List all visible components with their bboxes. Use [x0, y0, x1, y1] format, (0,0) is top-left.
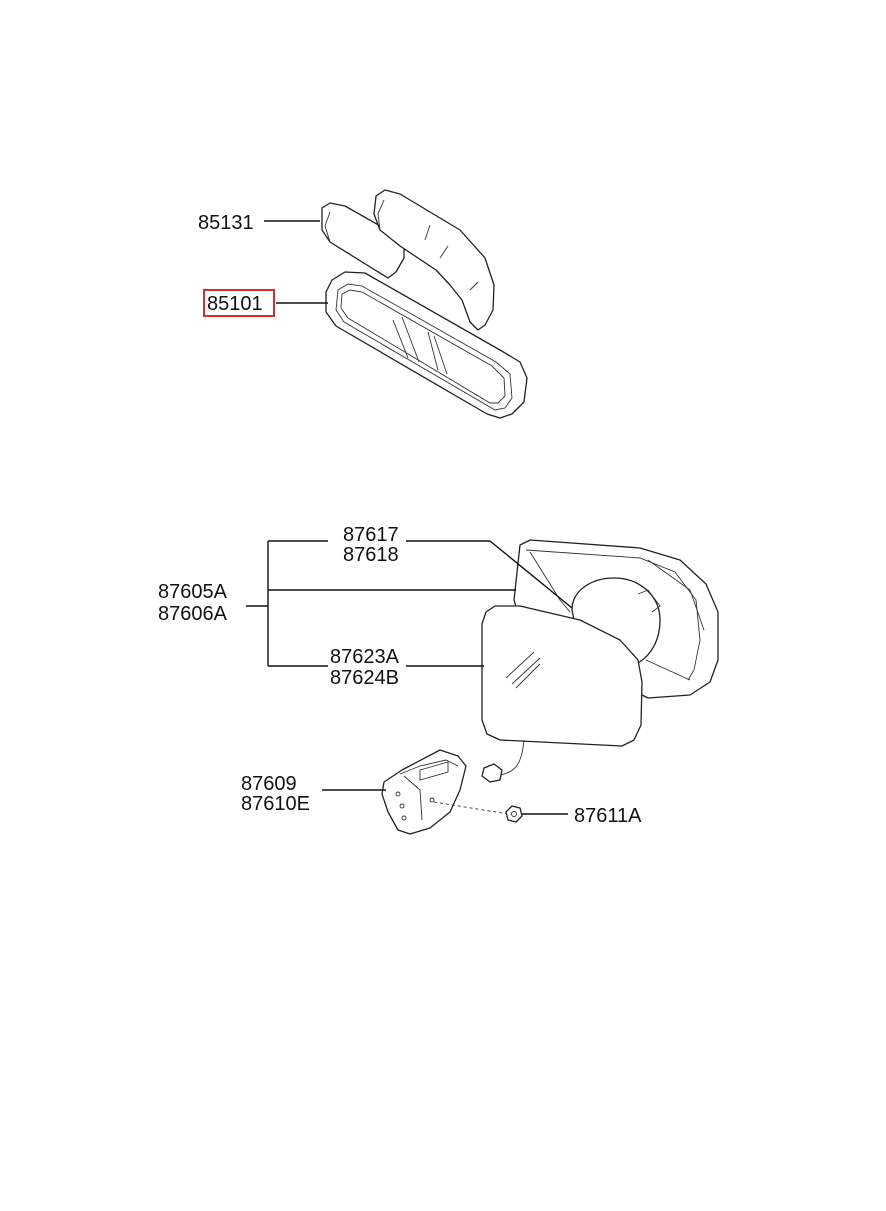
mirror-stay-cover-drawing: [321, 189, 495, 331]
highlight-box-85101: [203, 289, 275, 317]
part-label-87609: 87609: [241, 773, 297, 795]
part-label-87623A: 87623A: [330, 646, 400, 668]
mirror-bracket-drawing: [381, 749, 467, 835]
part-label-87624B: 87624B: [330, 667, 399, 689]
part-label-85101[interactable]: 85101: [207, 293, 263, 315]
part-label-87617: 87617: [343, 524, 399, 546]
part-label-87606A: 87606A: [158, 603, 228, 625]
mirror-screw-drawing: [433, 801, 523, 823]
part-label-87605A: 87605A: [158, 581, 228, 603]
rear-view-mirror-drawing: [325, 271, 528, 419]
part-label-87611A: 87611A: [574, 805, 642, 827]
bracket-leader-lines: [246, 540, 573, 815]
part-label-87618: 87618: [343, 544, 399, 566]
part-label-87610E: 87610E: [241, 793, 310, 815]
outside-mirror-glass-drawing: [481, 605, 643, 783]
part-label-85131: 85131: [198, 212, 254, 234]
